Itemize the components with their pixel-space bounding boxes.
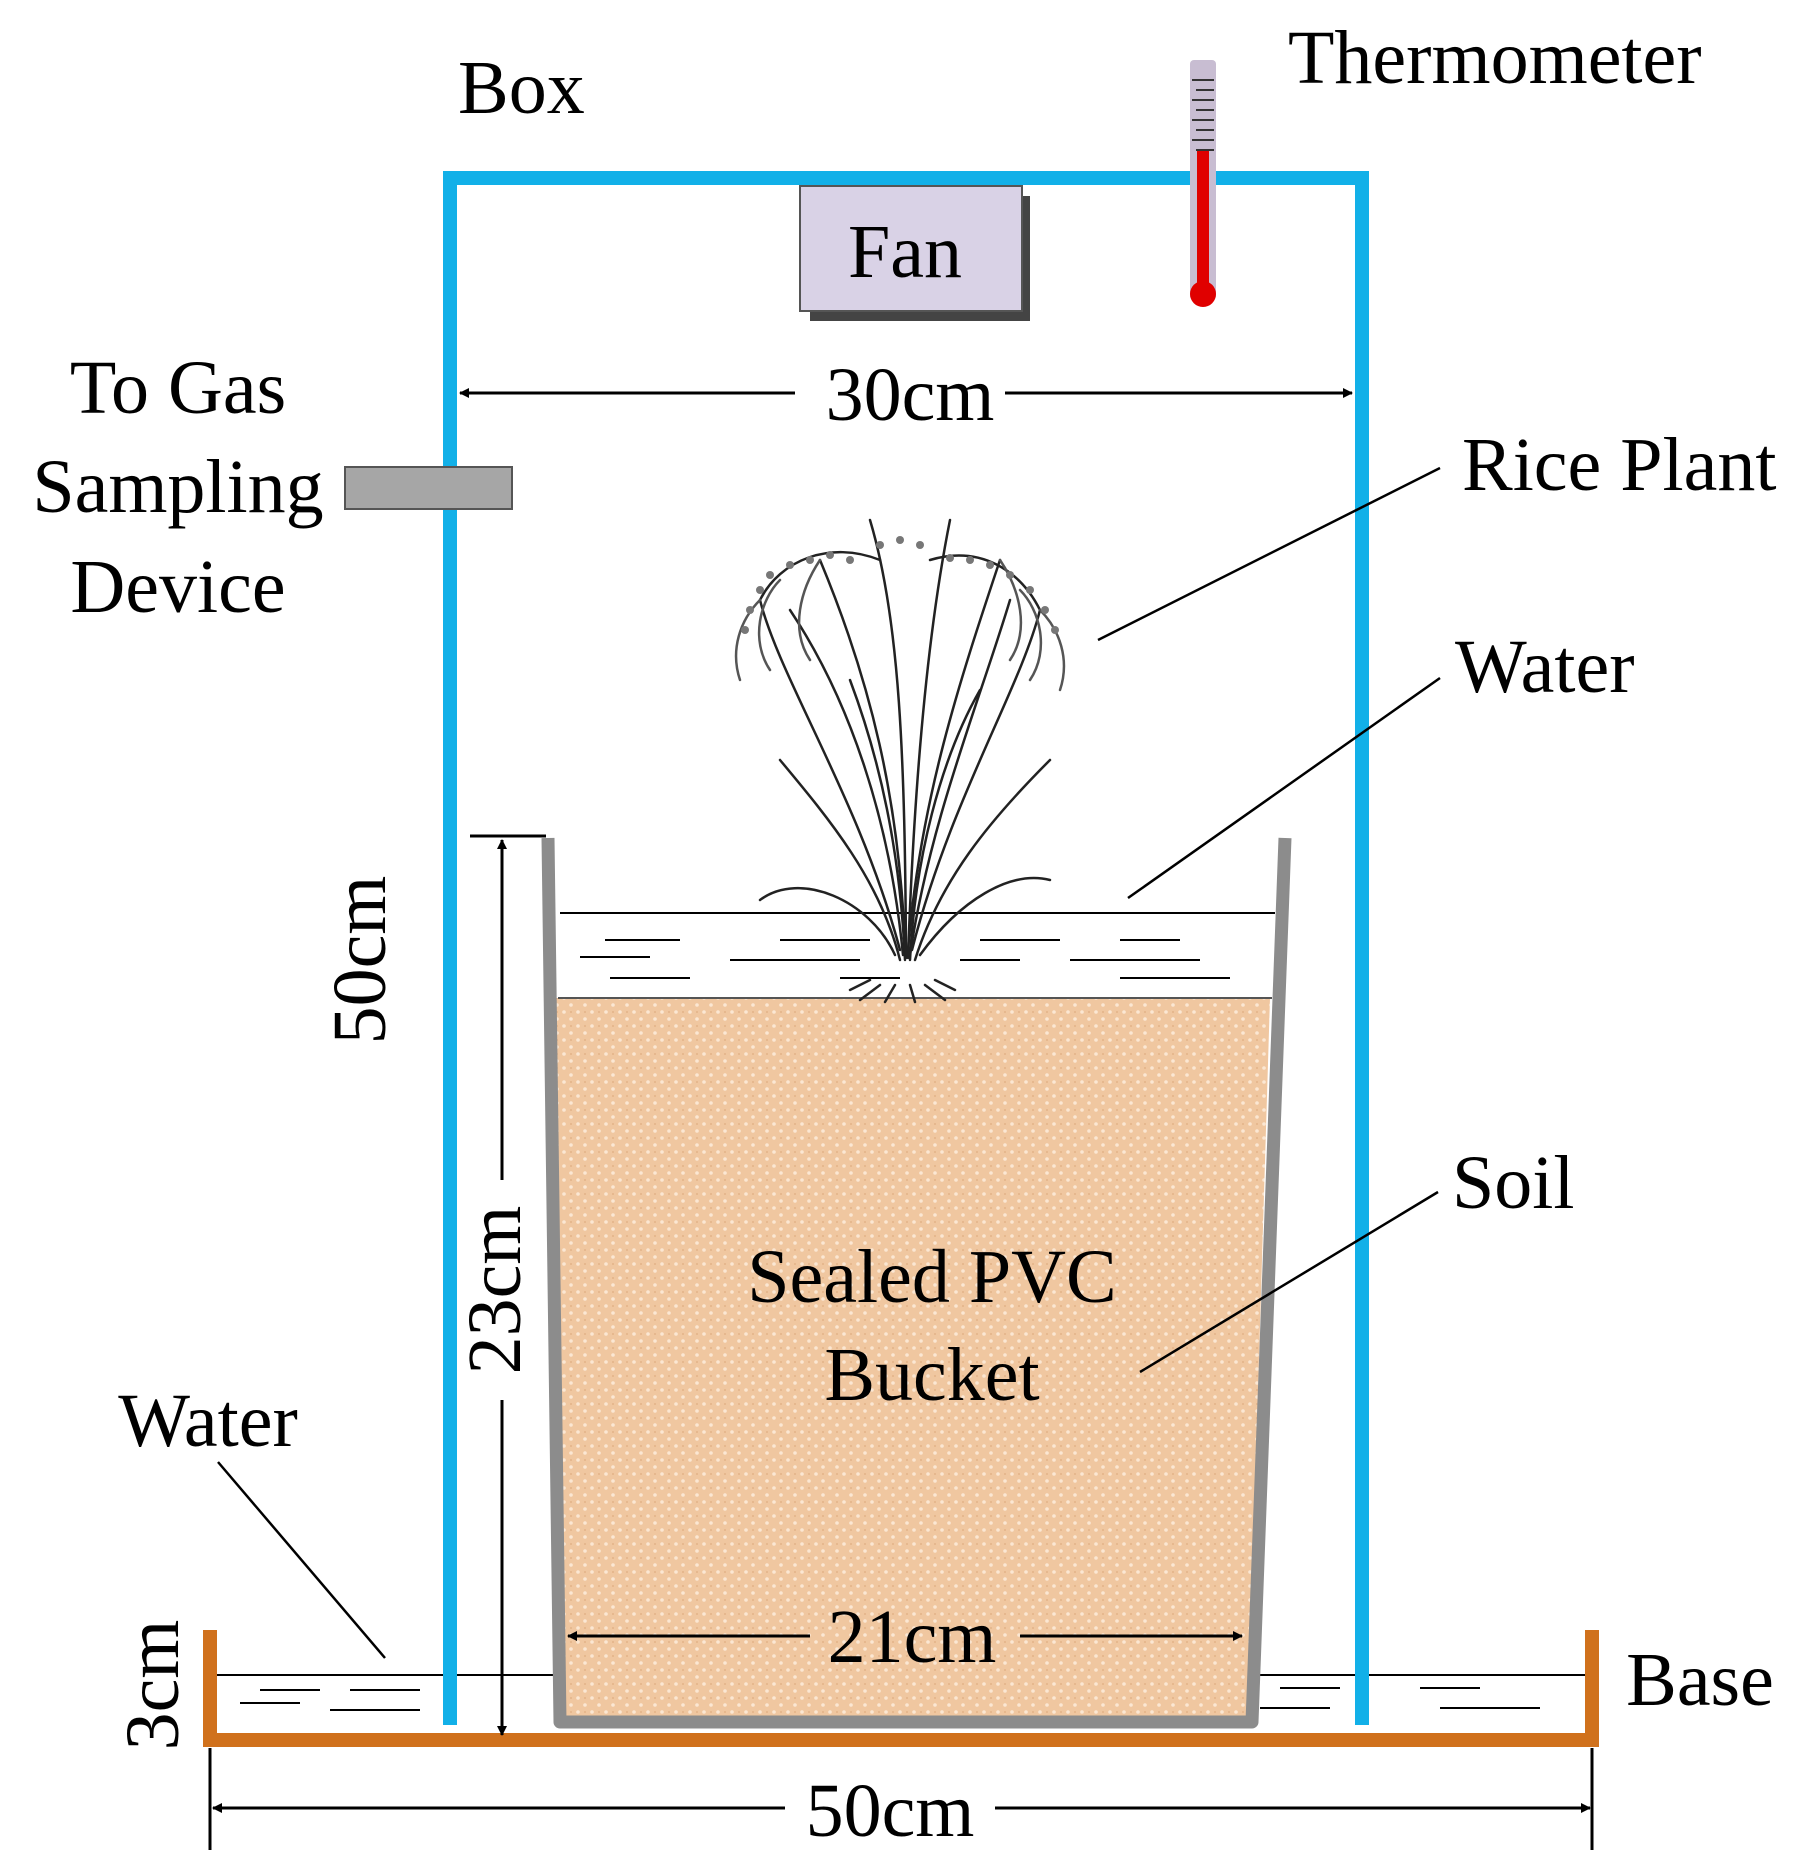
fan	[799, 185, 1030, 321]
gas-label-line1: To Gas	[70, 346, 286, 430]
dimension-lines	[208, 388, 1594, 1850]
water-bottom-label: Water	[118, 1379, 298, 1463]
rice-plant-label: Rice Plant	[1462, 423, 1777, 507]
base-height-label: 3cm	[111, 1620, 195, 1751]
bucket-label-line2: Bucket	[824, 1333, 1039, 1417]
thermometer-icon	[1190, 60, 1216, 307]
bucket-label-line1: Sealed PVC	[747, 1235, 1116, 1319]
leader-soil	[1139, 1190, 1439, 1374]
rice-panicles	[741, 536, 1059, 634]
bucket-wall	[541, 837, 1292, 1729]
water-top-label: Water	[1455, 625, 1635, 709]
gas-label-line2: Sampling	[32, 445, 323, 529]
leader-rice-plant	[1097, 466, 1441, 642]
gas-port	[344, 466, 513, 510]
base-tray	[203, 1630, 1599, 1747]
leader-lines	[217, 466, 1441, 1659]
base-width-label: 50cm	[806, 1769, 975, 1853]
box-width-label: 30cm	[826, 353, 995, 437]
leader-water-bottom	[217, 1461, 386, 1659]
bucket-water	[558, 912, 1275, 999]
fan-label: Fan	[848, 210, 962, 294]
soil-label: Soil	[1452, 1141, 1575, 1225]
base-water	[215, 1674, 1590, 1711]
soil	[555, 998, 1270, 1718]
box-frame	[443, 171, 1369, 1725]
bucket-height-label: 23cm	[453, 1206, 537, 1375]
thermometer-label: Thermometer	[1288, 16, 1702, 100]
bucket-width-label: 21cm	[828, 1595, 997, 1679]
rice-plant	[734, 518, 1066, 1004]
box-height-label: 50cm	[318, 876, 402, 1045]
gas-label-line3: Device	[70, 545, 285, 629]
base-label: Base	[1626, 1638, 1774, 1722]
box-label: Box	[458, 46, 585, 130]
leader-water-top	[1127, 676, 1441, 900]
